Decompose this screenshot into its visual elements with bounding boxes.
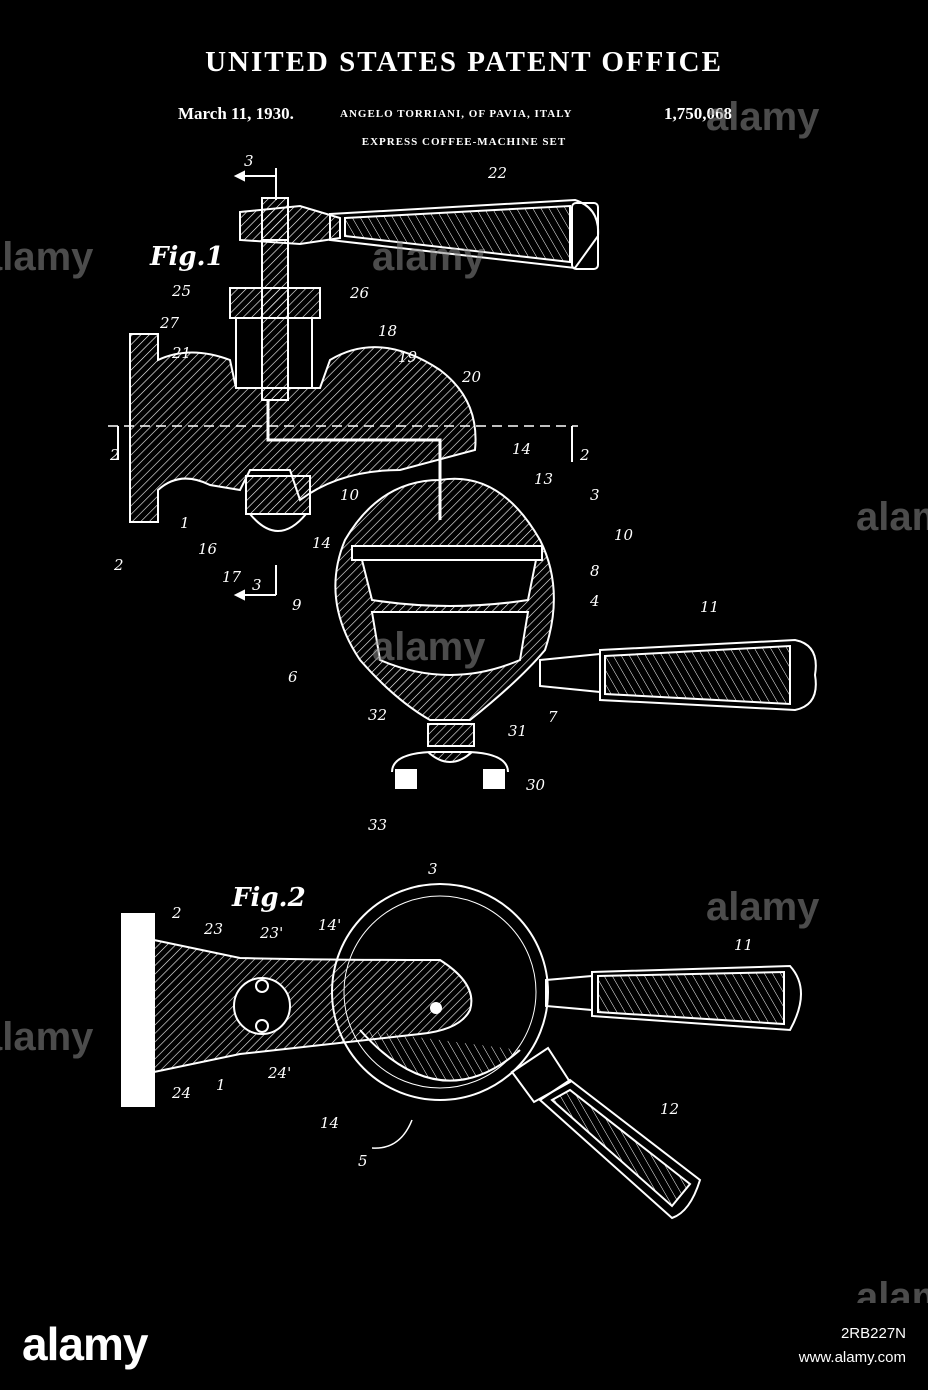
valve-stem [262, 240, 288, 400]
section-mark-top: 3 [244, 152, 254, 170]
pouring-spout [392, 724, 508, 788]
filter-basket [362, 560, 536, 606]
pointer-5 [372, 1120, 412, 1148]
cup-handle-12 [512, 1048, 700, 1218]
mount-plate [122, 914, 154, 1106]
section-mark-right: 2 [579, 446, 590, 464]
ref-label: 27 [159, 314, 180, 332]
ref-label: 12 [660, 1100, 679, 1118]
ref-label: 23' [259, 924, 283, 942]
port-boss [234, 978, 290, 1034]
drain-nut [246, 476, 310, 514]
watermark-text: alamy [372, 235, 486, 279]
fig2-label: Fig.2 [231, 883, 306, 913]
watermark-text: alamy [0, 235, 94, 279]
ref-label: 1 [216, 1076, 226, 1094]
ref-label: 22 [487, 164, 507, 182]
figure-2 [122, 884, 801, 1218]
ref-label: 3 [590, 486, 600, 504]
image-id: 2RB227N [841, 1325, 906, 1342]
ref-label: 9 [292, 596, 302, 614]
watermark-text: alamy [0, 1015, 94, 1059]
ref-label: 16 [198, 540, 218, 558]
filter-top [352, 546, 542, 560]
section-mark-left: 2 [109, 446, 120, 464]
ref-label: 14' [318, 916, 341, 934]
ref-label: 21 [171, 344, 191, 362]
portafilter-handle [540, 640, 816, 710]
ref-label: 10 [614, 526, 634, 544]
fig1-label: Fig.1 [149, 242, 224, 272]
ref-label: 24' [267, 1064, 291, 1082]
ref-label: 5 [358, 1152, 368, 1170]
ref-label: 13 [534, 470, 553, 488]
ref-label: 19 [398, 348, 418, 366]
ref-label: 24 [171, 1084, 191, 1102]
watermark-text: alamy [372, 625, 486, 669]
watermark-text: alamy [856, 495, 928, 539]
alamy-logo: alamy [22, 1317, 147, 1371]
ref-label: 25 [171, 282, 191, 300]
ref-label: 8 [590, 562, 600, 580]
packing-gland [230, 288, 320, 318]
ref-label: 17 [222, 568, 242, 586]
pivot-pin [431, 1003, 441, 1013]
ref-label: 20 [461, 368, 482, 386]
cup-shading [360, 1030, 520, 1081]
section-mark-bottom: 3 [252, 576, 262, 594]
ref-label: 2 [171, 904, 182, 922]
ref-label: 33 [368, 816, 387, 834]
section-marker-top [236, 168, 276, 200]
watermark-text: alamy [706, 885, 820, 929]
cup-handle-11 [546, 966, 801, 1030]
ref-label: 32 [368, 706, 387, 724]
ref-label: 6 [288, 668, 298, 686]
site-url: www.alamy.com [799, 1349, 906, 1366]
stock-footer: alamy 2RB227N www.alamy.com [0, 1303, 928, 1390]
ref-label: 11 [734, 936, 753, 954]
ref-label: 2 [113, 556, 124, 574]
ref-label: 14 [312, 534, 331, 552]
ref-label: 31 [508, 722, 527, 740]
ref-label: 14 [512, 440, 531, 458]
ref-label: 7 [548, 708, 558, 726]
top-bolt [262, 198, 288, 240]
ref-label: 23 [203, 920, 223, 938]
ref-label: 30 [526, 776, 546, 794]
watermark-text: alamy [706, 95, 820, 139]
ref-label: 26 [349, 284, 370, 302]
ref-label: 18 [378, 322, 397, 340]
ref-label: 1 [180, 514, 190, 532]
ref-label: 10 [340, 486, 360, 504]
ref-label: 3 [428, 860, 438, 878]
ref-label: 14 [320, 1114, 339, 1132]
ref-label: 11 [700, 598, 719, 616]
drain-cap [250, 514, 306, 531]
ref-label: 4 [589, 592, 600, 610]
